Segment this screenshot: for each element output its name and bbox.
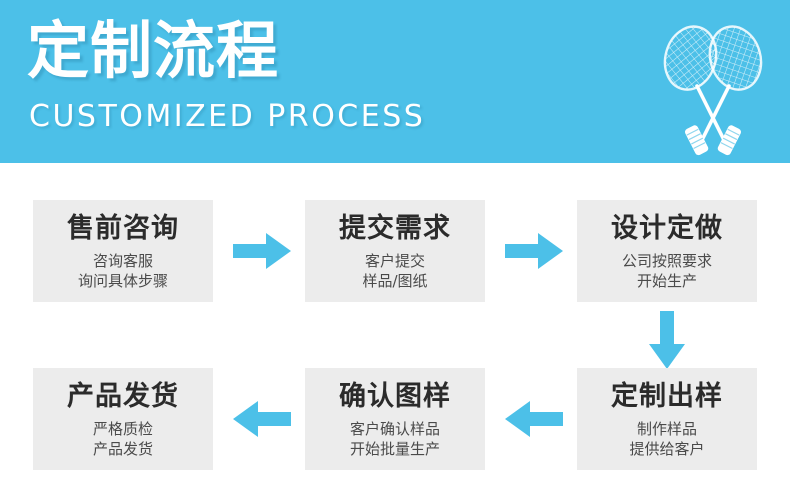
page-title: 定制流程 — [27, 14, 280, 87]
step-description-line: 客户确认样品 — [349, 419, 440, 438]
step-description-line: 开始生产 — [636, 271, 697, 290]
step-description-line: 严格质检 — [92, 419, 153, 438]
step-title: 提交需求 — [339, 212, 451, 244]
arrow-left-step5-step6 — [233, 401, 291, 437]
step-description: 公司按照要求 开始生产 — [622, 251, 712, 291]
process-step-4[interactable]: 定制出样 制作样品 提供给客户 — [577, 368, 757, 470]
step-description: 严格质检 产品发货 — [93, 419, 153, 459]
process-step-2[interactable]: 提交需求 客户提交 样品/图纸 — [305, 200, 485, 302]
step-title: 确认图样 — [339, 380, 451, 412]
process-step-3[interactable]: 设计定做 公司按照要求 开始生产 — [577, 200, 757, 302]
step-description-line: 样品/图纸 — [362, 271, 428, 290]
step-title: 定制出样 — [611, 380, 723, 412]
step-description-line: 制作样品 — [636, 419, 697, 438]
crossed-badminton-rackets-icon — [663, 25, 763, 156]
step-description-line: 咨询客服 — [92, 251, 153, 270]
step-description: 制作样品 提供给客户 — [629, 419, 704, 459]
step-description-line: 客户提交 — [364, 251, 425, 270]
step-title: 设计定做 — [611, 212, 723, 244]
step-title: 产品发货 — [67, 380, 179, 412]
step-description-line: 产品发货 — [92, 439, 153, 458]
step-description-line: 开始批量生产 — [349, 439, 440, 458]
step-description-line: 公司按照要求 — [621, 251, 712, 270]
arrow-right-step2-step3 — [505, 233, 563, 269]
step-description-line: 提供给客户 — [629, 439, 705, 458]
page-subtitle: CUSTOMIZED PROCESS — [29, 99, 426, 134]
step-description: 咨询客服 询问具体步骤 — [78, 251, 168, 291]
process-step-6[interactable]: 产品发货 严格质检 产品发货 — [33, 368, 213, 470]
arrow-right-step1-step2 — [233, 233, 291, 269]
arrow-down-step3-step4 — [649, 311, 685, 369]
header-banner: 定制流程 CUSTOMIZED PROCESS — [0, 0, 790, 163]
step-description-line: 询问具体步骤 — [77, 271, 168, 290]
step-description: 客户提交 样品/图纸 — [362, 251, 427, 291]
step-description: 客户确认样品 开始批量生产 — [350, 419, 440, 459]
process-step-5[interactable]: 确认图样 客户确认样品 开始批量生产 — [305, 368, 485, 470]
step-title: 售前咨询 — [67, 212, 179, 244]
arrow-left-step4-step5 — [505, 401, 563, 437]
process-step-1[interactable]: 售前咨询 咨询客服 询问具体步骤 — [33, 200, 213, 302]
